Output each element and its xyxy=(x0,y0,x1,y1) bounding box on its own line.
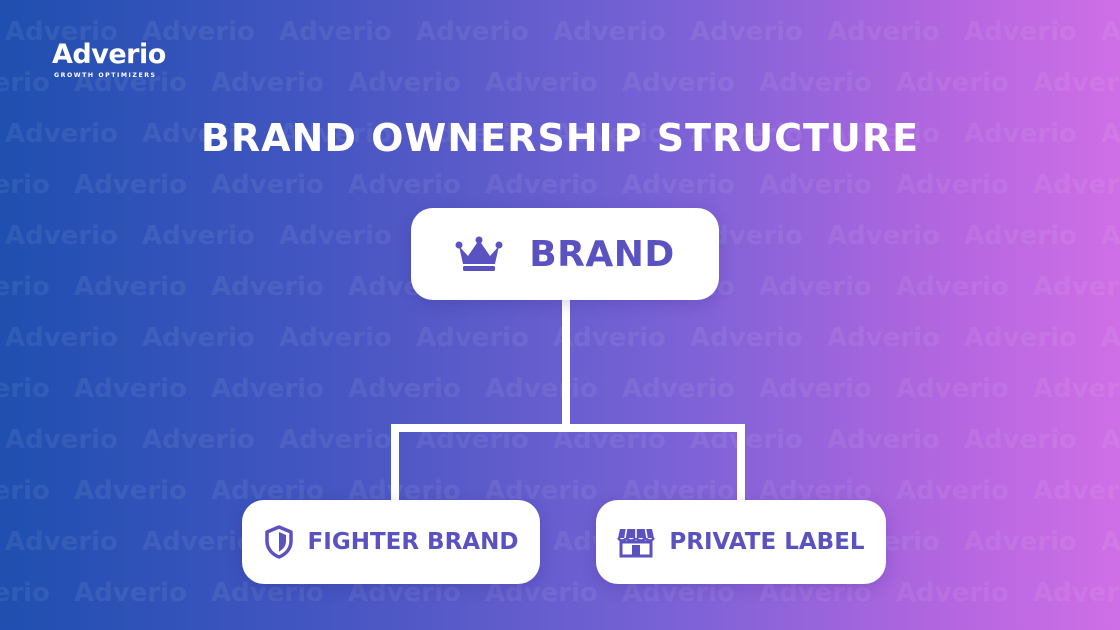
logo: Adverio GROWTH OPTIMIZERS xyxy=(52,39,182,80)
logo-wordmark: Adverio xyxy=(52,39,166,70)
page-title: BRAND OWNERSHIP STRUCTURE xyxy=(200,116,920,160)
crown-icon xyxy=(455,236,503,272)
node-private-label: PRIVATE LABEL xyxy=(596,500,886,584)
shield-icon xyxy=(264,525,294,559)
logo-tagline: GROWTH OPTIMIZERS xyxy=(54,72,157,79)
node-brand: BRAND xyxy=(411,208,719,300)
node-brand-label: BRAND xyxy=(529,233,675,275)
node-fighter-brand-label: FIGHTER BRAND xyxy=(307,529,519,555)
node-fighter-brand: FIGHTER BRAND xyxy=(242,500,540,584)
node-private-label-label: PRIVATE LABEL xyxy=(669,529,865,555)
storefront-icon xyxy=(617,526,656,558)
